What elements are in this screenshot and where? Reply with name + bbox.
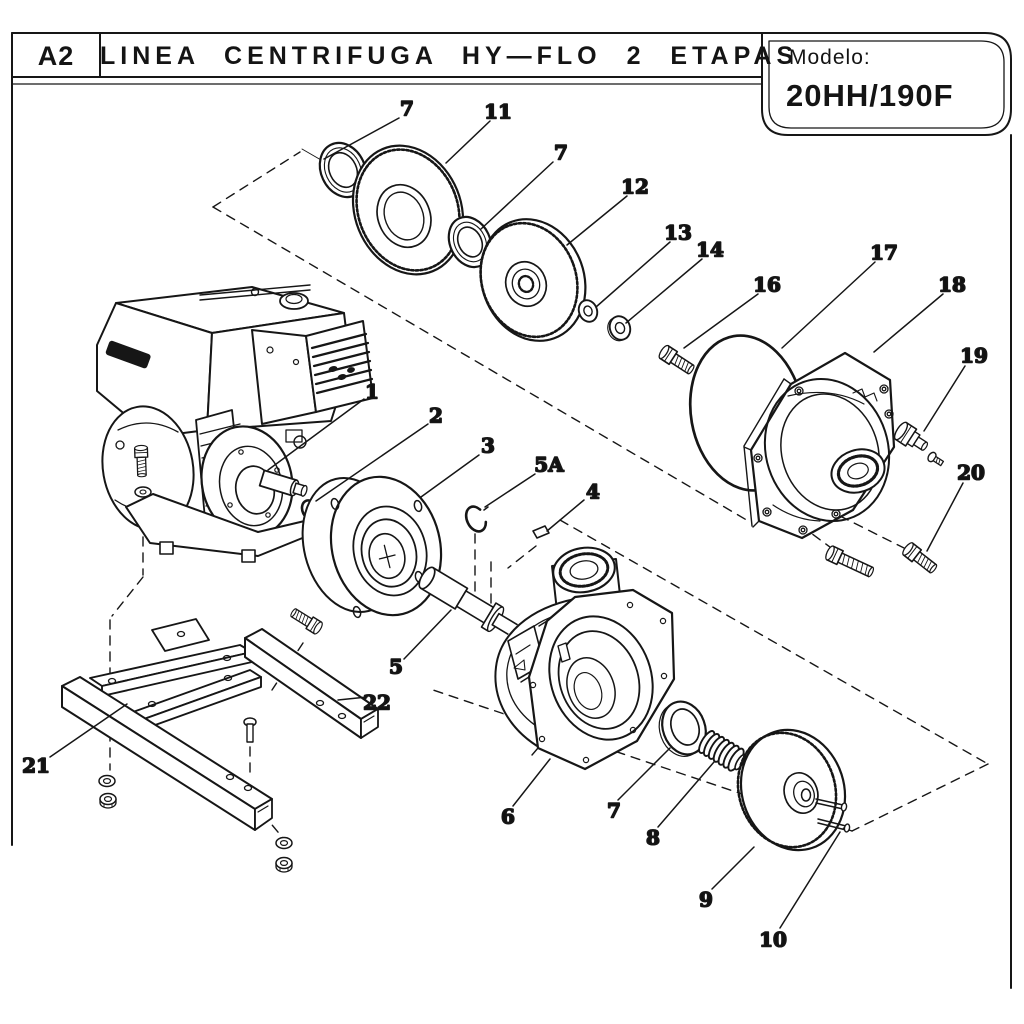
part-adapter-flange-3: [301, 475, 443, 619]
leader-line-14: [625, 258, 703, 324]
base-frame-illustration: [61, 605, 379, 873]
part-impeller-disc-12: [479, 218, 587, 342]
leader-line-20: [926, 482, 964, 552]
leader-line-11: [445, 120, 491, 164]
part-callout-12: 12: [621, 175, 649, 199]
leader-line-9: [711, 846, 755, 890]
leader-line-8: [657, 761, 715, 828]
part-key-4: [532, 525, 550, 539]
part-nut: [275, 856, 293, 873]
part-callout-11: 11: [484, 100, 512, 124]
part-callout-7: 7: [607, 799, 621, 823]
part-callout-5A: 5A: [534, 453, 564, 477]
part-bolt-cover: [823, 544, 877, 581]
part-diaphragm-11: [351, 144, 465, 276]
leader-line-3: [420, 454, 480, 498]
part-rail-22: [244, 628, 379, 720]
part-callout-22: 22: [363, 691, 391, 715]
part-callout-10: 10: [759, 928, 787, 952]
part-rail-21: [61, 676, 273, 810]
leader-line-6: [512, 758, 551, 807]
leader-line-1: [267, 398, 365, 471]
part-callout-21: 21: [22, 754, 50, 778]
model-label: Modelo:: [789, 46, 871, 69]
part-impeller-9: [736, 728, 847, 852]
sheet-code: A2: [37, 41, 75, 71]
part-seal-ring-7c: [658, 700, 707, 757]
part-callout-19: 19: [960, 344, 988, 368]
leader-line-17: [781, 261, 876, 349]
part-nut: [99, 792, 117, 809]
leader-line-22: [337, 696, 368, 701]
part-callout-20: 20: [957, 461, 985, 485]
part-callout-13: 13: [664, 221, 692, 245]
leader-line-12: [566, 195, 628, 246]
engine-illustration: [96, 284, 374, 563]
part-callout-2: 2: [429, 404, 443, 428]
leader-line-7: [480, 161, 554, 230]
part-callout-1: 1: [365, 380, 379, 404]
model-number: 20HH/190F: [786, 78, 954, 113]
part-washer-14: [607, 315, 632, 342]
leader-line-19: [923, 365, 966, 432]
part-callout-9: 9: [699, 888, 713, 912]
part-callout-8: 8: [646, 826, 660, 850]
leader-line-5A: [484, 473, 536, 508]
part-callout-3: 3: [481, 434, 495, 458]
part-bolt-20: [900, 540, 941, 577]
part-seal-spring-8: [698, 730, 747, 772]
part-callout-18: 18: [938, 273, 966, 297]
drawing-title: LINEA CENTRIFUGA HY—FLO 2 ETAPAS: [100, 42, 799, 70]
part-plug-19: [893, 421, 945, 467]
part-callout-5: 5: [389, 655, 403, 679]
leader-line-7: [323, 117, 400, 160]
part-callout-4: 4: [586, 480, 600, 504]
part-washer-13: [577, 299, 599, 323]
leader-line-21: [49, 703, 128, 758]
part-pump-body-6: [493, 546, 676, 771]
leader-line-2: [315, 423, 429, 502]
leader-line-4: [546, 499, 585, 532]
part-bolt-16: [656, 343, 698, 378]
part-bolt-frame: [287, 605, 325, 636]
leader-line-5: [403, 609, 452, 660]
part-pins-10: [815, 798, 851, 833]
leader-line-18: [873, 293, 944, 353]
part-callout-7: 7: [554, 141, 568, 165]
sheet-border: [11, 32, 1012, 989]
part-casing-cover-18: [743, 351, 896, 540]
leader-line-10: [779, 831, 841, 929]
part-callout-6: 6: [501, 805, 515, 829]
part-callout-16: 16: [753, 273, 781, 297]
part-washer: [98, 774, 116, 788]
leader-line-16: [683, 293, 759, 349]
part-washer: [275, 836, 293, 850]
leader-line-13: [595, 241, 671, 308]
part-callout-7: 7: [400, 97, 414, 121]
leader-line-7: [617, 747, 671, 801]
part-callout-17: 17: [870, 241, 898, 265]
part-snap-ring-5a: [464, 505, 489, 533]
part-callout-14: 14: [696, 238, 724, 262]
